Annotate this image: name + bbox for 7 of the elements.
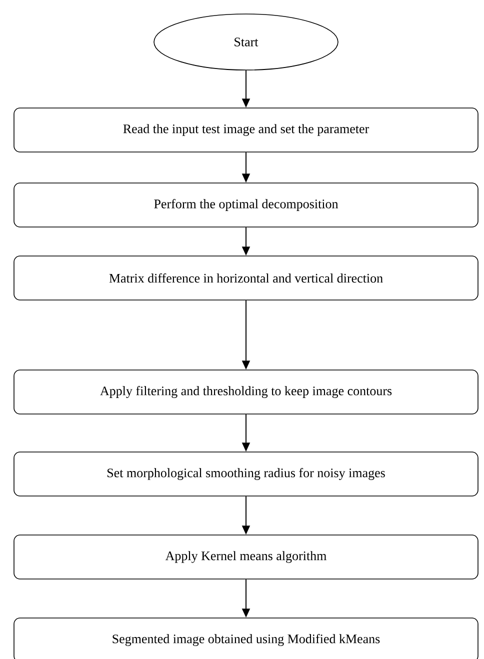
process-box: Set morphological smoothing radius for noisy images <box>14 452 478 496</box>
process-box: Read the input test image and set the parameter <box>14 108 478 152</box>
process-box: Matrix difference in horizontal and vertical direction <box>14 256 478 300</box>
process-box: Perform the optimal decomposition <box>14 182 478 228</box>
process-box: Segmented image obtained using Modified kMeans <box>14 618 478 659</box>
process-box: Apply Kernel means algorithm <box>14 534 478 580</box>
process-box: Apply filtering and thresholding to keep image contours <box>14 370 478 414</box>
